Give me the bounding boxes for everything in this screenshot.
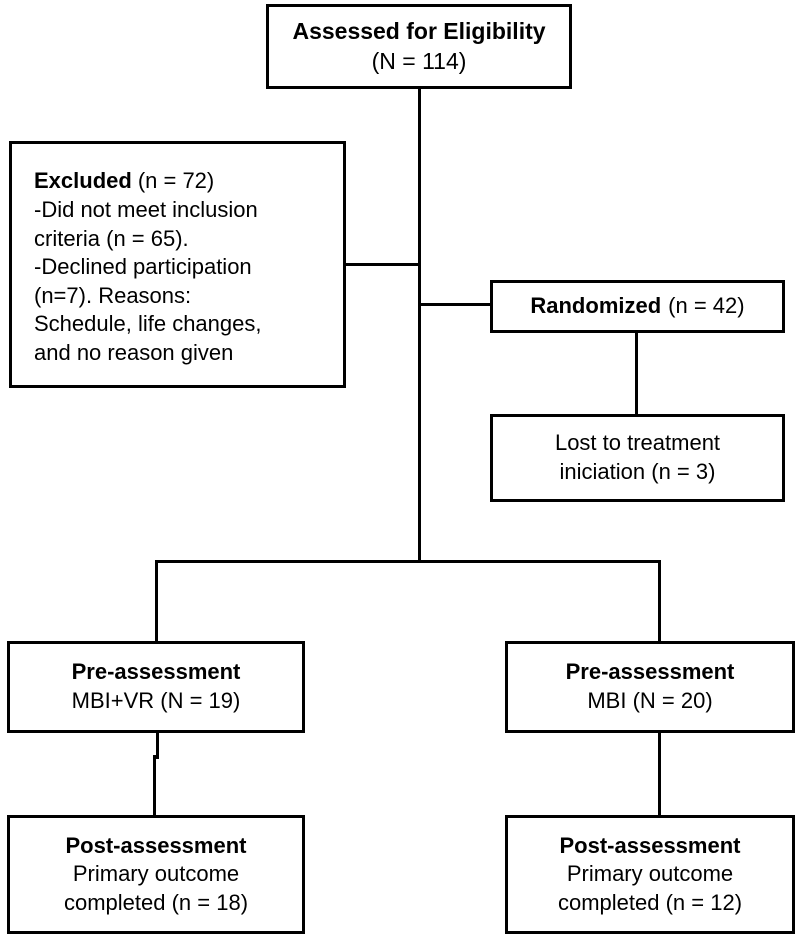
connector-pre-to-post-right [658, 733, 661, 815]
assessed-title: Assessed for Eligibility [292, 17, 546, 44]
node-assessed-for-eligibility: Assessed for Eligibility (N = 114) [266, 4, 572, 89]
randomized-row: Randomized(n = 42) [530, 292, 744, 321]
post-left-title: Post-assessment [65, 832, 247, 858]
excluded-content: Excluded(n = 72) -Did not meet inclusion… [12, 161, 262, 367]
excluded-reason-line: Schedule, life changes, [34, 311, 262, 337]
pre-left-title: Pre-assessment [71, 659, 241, 685]
excluded-reason-line: -Did not meet inclusion [34, 197, 258, 223]
assessed-count: (N = 114) [371, 47, 467, 74]
excluded-reason-line: (n=7). Reasons: [34, 282, 192, 308]
connector-split-to-pre-left [155, 560, 158, 643]
node-post-assessment-mbi-vr: Post-assessment Primary outcome complete… [7, 815, 305, 934]
node-pre-assessment-mbi: Pre-assessment MBI (N = 20) [505, 641, 795, 733]
node-pre-assessment-mbi-vr: Pre-assessment MBI+VR (N = 19) [7, 641, 305, 733]
randomized-label: Randomized [530, 293, 662, 319]
post-right-line-3: completed (n = 12) [557, 889, 743, 915]
node-post-assessment-mbi: Post-assessment Primary outcome complete… [505, 815, 795, 934]
lost-line-1: Lost to treatment [554, 430, 721, 456]
excluded-reason-line: and no reason given [34, 339, 234, 365]
excluded-heading: Excluded(n = 72) [34, 167, 262, 196]
excluded-heading-count: (n = 72) [137, 168, 215, 194]
connector-randomized-to-lost [635, 332, 638, 415]
connector-trunk-main [418, 88, 421, 563]
connector-pre-to-post-left-lower [153, 755, 156, 815]
connector-split-to-pre-right [658, 560, 661, 643]
post-right-line-2: Primary outcome [566, 861, 734, 887]
node-lost-to-treatment-initiation: Lost to treatment iniciation (n = 3) [490, 414, 785, 502]
connector-pre-to-post-left-upper [156, 733, 159, 759]
post-right-title: Post-assessment [559, 832, 741, 858]
connector-split-bar [155, 560, 661, 563]
randomized-count: (n = 42) [668, 293, 745, 319]
post-left-line-3: completed (n = 18) [63, 889, 249, 915]
node-randomized: Randomized(n = 42) [490, 280, 785, 333]
excluded-reason-line: -Declined participation [34, 254, 252, 280]
pre-right-title: Pre-assessment [565, 659, 735, 685]
excluded-reason-line: criteria (n = 65). [34, 225, 189, 251]
lost-line-2: iniciation (n = 3) [559, 459, 716, 484]
pre-right-count: MBI (N = 20) [587, 688, 713, 713]
excluded-heading-label: Excluded [34, 168, 132, 194]
post-left-line-2: Primary outcome [72, 861, 240, 887]
connector-trunk-to-excluded [345, 263, 421, 266]
pre-left-count: MBI+VR (N = 19) [71, 688, 241, 713]
connector-trunk-to-randomized [418, 303, 492, 306]
node-excluded: Excluded(n = 72) -Did not meet inclusion… [9, 141, 346, 388]
